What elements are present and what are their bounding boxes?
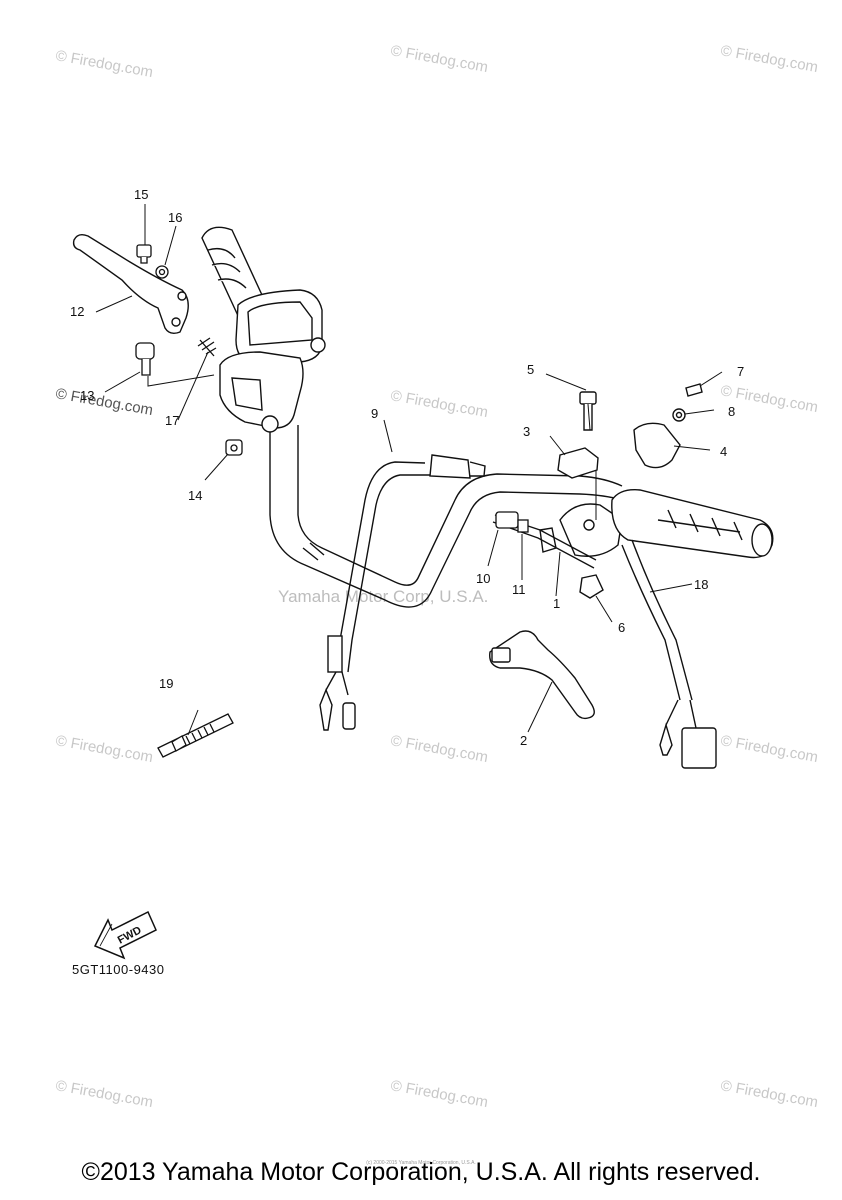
watermark: © Firedog.com	[54, 47, 154, 81]
callout-19: 19	[159, 676, 173, 691]
clutch-lever	[489, 630, 595, 720]
copyright-notice: ©2013 Yamaha Motor Corporation, U.S.A. A…	[81, 1158, 761, 1186]
brake-master-cylinder	[219, 289, 326, 433]
callout-3: 3	[523, 424, 530, 439]
handlebar	[269, 425, 623, 608]
leader-lines	[95, 204, 723, 736]
cable-tie	[157, 713, 234, 758]
callout-6: 6	[618, 620, 625, 635]
callout-11: 11	[512, 582, 526, 597]
watermark: © Firedog.com	[54, 732, 154, 766]
fine-print: (c) 2000-2015 Yamaha Motor Corporation, …	[366, 1160, 476, 1166]
right-housing	[539, 383, 703, 599]
callout-18: 18	[694, 577, 708, 592]
front-brake-lever	[72, 233, 189, 335]
watermark-dark: © Firedog.com	[54, 385, 154, 419]
watermark: © Firedog.com	[389, 732, 489, 766]
callout-10: 10	[476, 571, 490, 586]
diagram-part-code: 5GT1100-9430	[72, 962, 165, 977]
watermark: © Firedog.com	[719, 732, 819, 766]
fwd-arrow-icon: FWD	[93, 910, 157, 960]
watermark: © Firedog.com	[389, 1077, 489, 1111]
left-grip	[201, 226, 263, 322]
switch-wire-harness	[319, 454, 486, 731]
callout-16: 16	[168, 210, 182, 225]
small-hardware	[135, 244, 243, 456]
throttle-switch-wire	[621, 539, 717, 769]
callout-13: 13	[80, 388, 94, 403]
callout-8: 8	[728, 404, 735, 419]
watermark: © Firedog.com	[719, 42, 819, 76]
watermark: © Firedog.com	[389, 42, 489, 76]
callout-17: 17	[165, 413, 179, 428]
callout-1: 1	[553, 596, 560, 611]
callout-9: 9	[371, 406, 378, 421]
right-grip	[611, 489, 774, 559]
callout-7: 7	[737, 364, 744, 379]
callout-4: 4	[720, 444, 727, 459]
watermark: © Firedog.com	[389, 387, 489, 421]
clutch-cable	[492, 511, 597, 569]
callout-labels: 1 2 3 4 5 6 7 8 9 10 11 12 13 14 15 16 1…	[70, 187, 744, 748]
center-watermark: Yamaha Motor Corp, U.S.A.	[278, 587, 488, 606]
callout-5: 5	[527, 362, 534, 377]
callout-15: 15	[134, 187, 148, 202]
callout-12: 12	[70, 304, 84, 319]
watermark: © Firedog.com	[719, 1077, 819, 1111]
callout-14: 14	[188, 488, 202, 503]
watermark: © Firedog.com	[54, 1077, 154, 1111]
callout-2: 2	[520, 733, 527, 748]
